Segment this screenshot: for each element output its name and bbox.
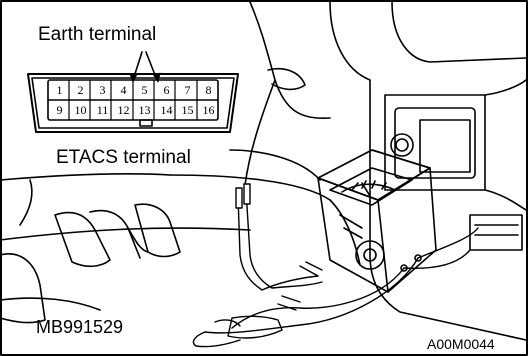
earth-arrow-5 [152,72,161,83]
dashboard-outline [0,1,527,341]
pin-number: 5 [141,83,148,97]
pin-number: 15 [181,103,194,117]
multimeter [317,149,437,293]
pedals [0,179,181,324]
pin-number: 4 [120,83,127,97]
pin-number: 8 [205,83,212,97]
pin-number: 16 [202,103,215,117]
pin-number: 6 [163,83,170,97]
pin-number: 9 [56,103,63,117]
pin-number: 10 [74,103,87,117]
pin-number: 11 [96,103,109,117]
pin-number: 7 [184,83,191,97]
test-leads [192,183,479,348]
figure-code-label: A00M0044 [427,336,495,352]
pin-number: 2 [77,83,84,97]
tool-code-label: MB991529 [36,317,124,337]
earth-arrow-4 [129,73,138,83]
pin-number: 14 [160,103,173,117]
earth-terminal-label: Earth terminal [38,24,157,45]
pin-number: 13 [138,103,151,117]
pin-number: 12 [117,103,130,117]
etacs-terminal-label: ETACS terminal [56,147,191,168]
pin-number: 1 [56,83,63,97]
pin-number: 3 [99,83,106,97]
